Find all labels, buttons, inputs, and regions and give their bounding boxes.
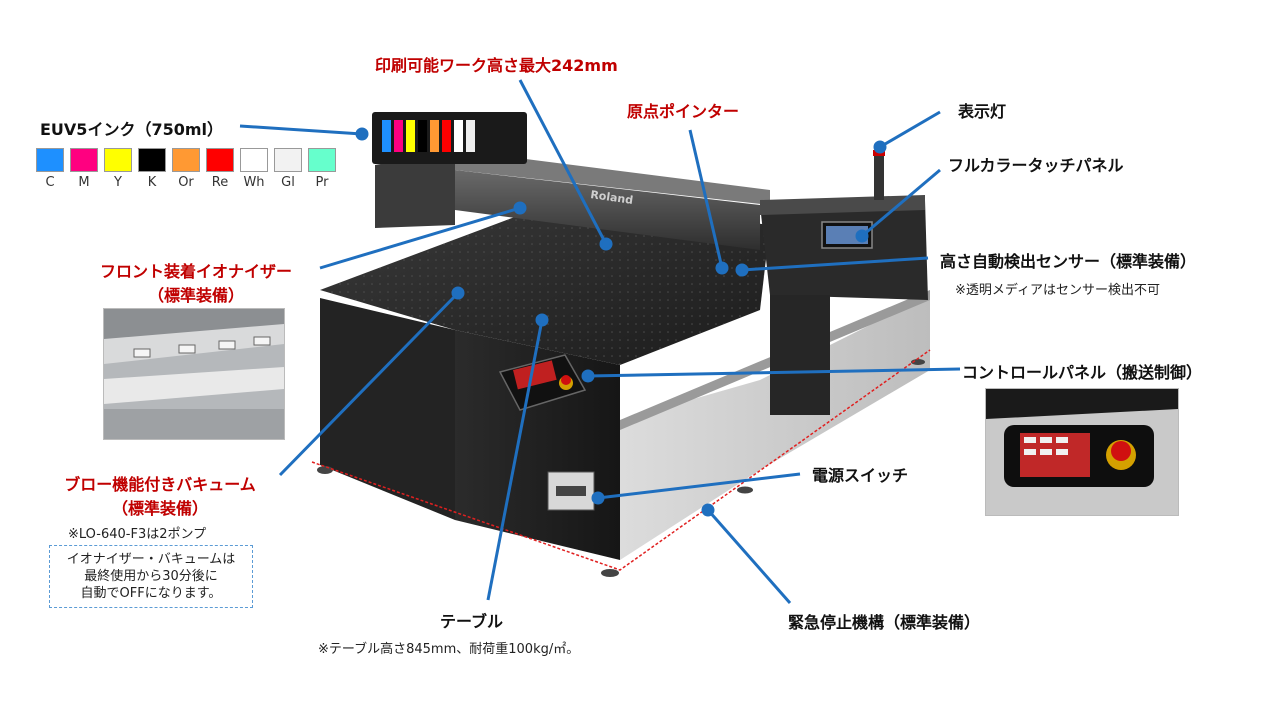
ink-swatch: Or	[172, 148, 200, 190]
label-power-switch: 電源スイッチ	[812, 466, 909, 485]
front-cabinet-left	[320, 298, 455, 520]
ink-swatch-color	[138, 148, 166, 172]
ink-swatch-color	[70, 148, 98, 172]
carriage-column	[770, 295, 830, 415]
label-work-height: 印刷可能ワーク高さ最大242mm	[375, 56, 618, 75]
ink-swatch-code: Gl	[281, 175, 295, 190]
carriage-unit	[760, 200, 928, 300]
ink-swatch-code: K	[147, 175, 157, 190]
ink-swatch-color	[240, 148, 268, 172]
ink-swatch-code: Re	[211, 175, 229, 190]
label-vacuum-line1: ブロー機能付きバキューム	[64, 475, 256, 494]
ink-swatch-code: Y	[114, 175, 122, 190]
ink-swatch-code: Or	[178, 175, 194, 190]
info-line-1: イオナイザー・バキュームは	[66, 552, 236, 567]
ink-swatch-row: C M Y K Or Re Wh Gl Pr	[36, 148, 336, 190]
roland-logo: Roland	[590, 188, 634, 207]
note-vacuum: ※LO-640-F3は2ポンプ	[68, 527, 207, 542]
ink-swatch: Gl	[274, 148, 302, 190]
leader-power-switch	[597, 472, 801, 500]
leader-touch-panel	[861, 168, 941, 238]
indicator-tower	[874, 150, 884, 200]
note-height-sensor: ※透明メディアはセンサー検出不可	[955, 283, 1160, 298]
label-emergency-stop: 緊急停止機構（標準装備）	[788, 613, 981, 632]
label-indicator: 表示灯	[958, 102, 1007, 121]
info-line-3: 自動でOFFになります。	[80, 586, 222, 601]
ink-swatch-color	[274, 148, 302, 172]
ink-swatch: Pr	[308, 148, 336, 190]
ink-swatch-color	[206, 148, 234, 172]
ink-swatch-code: M	[78, 175, 90, 190]
ink-swatch-code: C	[45, 175, 55, 190]
emergency-stop-perimeter	[311, 349, 931, 571]
side-frame	[620, 295, 930, 560]
label-ionizer-line2: （標準装備）	[147, 286, 244, 305]
ink-swatch-color	[36, 148, 64, 172]
control-panel-photo	[985, 388, 1179, 516]
label-table: テーブル	[440, 612, 504, 631]
leader-ionizer	[319, 206, 521, 270]
leader-height-sensor	[741, 256, 929, 272]
ink-swatch: Re	[206, 148, 234, 190]
label-vacuum: ブロー機能付きバキューム （標準装備）	[40, 471, 280, 519]
ink-swatch: Y	[104, 148, 132, 190]
ink-swatch-color	[104, 148, 132, 172]
label-control-panel: コントロールパネル（搬送制御）	[962, 363, 1203, 382]
info-box-auto-off: イオナイザー・バキュームは 最終使用から30分後に 自動でOFFになります。	[49, 545, 253, 608]
leader-control-panel	[587, 367, 961, 378]
leader-ink	[239, 124, 363, 136]
gantry-beam	[455, 170, 760, 250]
label-origin-pointer: 原点ポインター	[627, 102, 740, 121]
ink-swatch-code: Pr	[315, 175, 329, 190]
label-vacuum-line2: （標準装備）	[111, 499, 208, 518]
ink-cartridges	[382, 120, 475, 152]
ink-swatch-code: Wh	[243, 175, 265, 190]
info-line-2: 最終使用から30分後に	[84, 569, 218, 584]
ink-swatch: Wh	[240, 148, 268, 190]
leader-vacuum	[278, 291, 460, 477]
ink-swatch: K	[138, 148, 166, 190]
label-ionizer: フロント装着イオナイザー （標準装備）	[78, 258, 314, 306]
label-touch-panel: フルカラータッチパネル	[948, 156, 1124, 175]
leader-origin-pointer	[688, 129, 724, 269]
ink-swatch: M	[70, 148, 98, 190]
label-ionizer-line1: フロント装着イオナイザー	[99, 262, 292, 281]
leader-indicator	[879, 110, 941, 149]
note-table: ※テーブル高さ845mm、耐荷重100kg/㎡。	[318, 642, 580, 657]
ink-swatch-color	[172, 148, 200, 172]
label-ink: EUV5インク（750ml）	[40, 120, 223, 139]
ink-swatch-color	[308, 148, 336, 172]
ionizer-photo	[103, 308, 285, 440]
leader-work-height	[518, 79, 608, 245]
label-height-sensor: 高さ自動検出センサー（標準装備）	[940, 252, 1197, 271]
leader-table	[486, 319, 544, 601]
leader-emergency-stop	[706, 509, 792, 604]
ink-swatch: C	[36, 148, 64, 190]
